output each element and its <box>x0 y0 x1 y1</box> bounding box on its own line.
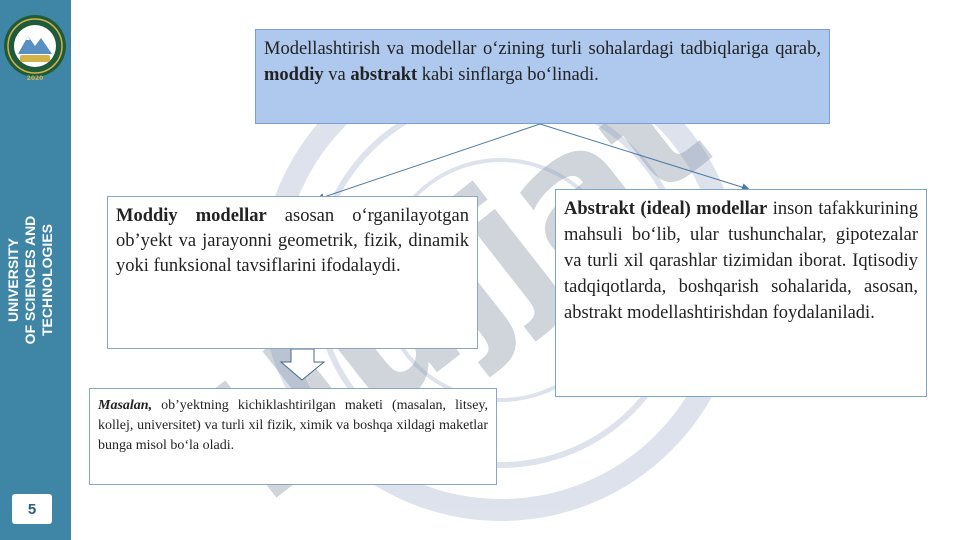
university-line-3: TECHNOLOGIES <box>39 224 55 337</box>
top-text-1: Modellashtirish va modellar o‘zining tur… <box>264 39 821 59</box>
abstract-models-text: inson tafakkurining mahsuli bo‘lib, ular… <box>564 199 918 323</box>
example-text: ob’yektning kichiklashtirilgan maketi (m… <box>98 398 488 453</box>
arrow-to-left-box <box>316 123 541 201</box>
university-line-2: OF SCIENCES AND <box>22 215 38 345</box>
university-line-1: UNIVERSITY <box>5 238 21 323</box>
material-models-box: Moddiy modellar asosan o‘rganilayotgan o… <box>107 196 478 349</box>
svg-text:2020: 2020 <box>27 75 44 82</box>
example-box: Masalan, ob’yektning kichiklashtirilgan … <box>89 388 497 485</box>
page-number: 5 <box>12 494 52 524</box>
abstract-models-title: Abstrakt (ideal) modellar <box>564 199 768 219</box>
sidebar: 2020 UNIVERSITY OF SCIENCES AND TECHNOLO… <box>0 0 71 540</box>
example-lead: Masalan, <box>98 398 153 413</box>
material-models-text: asosan o‘rganilayotgan ob’yekt va jarayo… <box>116 206 469 276</box>
abstract-models-box: Abstrakt (ideal) modellar inson tafakkur… <box>555 189 927 397</box>
material-models-title: Moddiy modellar <box>116 206 267 226</box>
top-text-2: va <box>323 65 351 85</box>
university-name: UNIVERSITY OF SCIENCES AND TECHNOLOGIES <box>5 160 65 400</box>
top-bold-abstrakt: abstrakt <box>350 65 418 85</box>
arrow-to-right-box <box>539 123 750 192</box>
down-block-arrow <box>279 348 326 381</box>
top-bold-moddiy: moddiy <box>264 65 324 85</box>
university-logo: 2020 <box>4 15 66 82</box>
top-text-3: kabi sinflarga bo‘linadi. <box>417 65 599 85</box>
classification-box: Modellashtirish va modellar o‘zining tur… <box>255 29 830 124</box>
